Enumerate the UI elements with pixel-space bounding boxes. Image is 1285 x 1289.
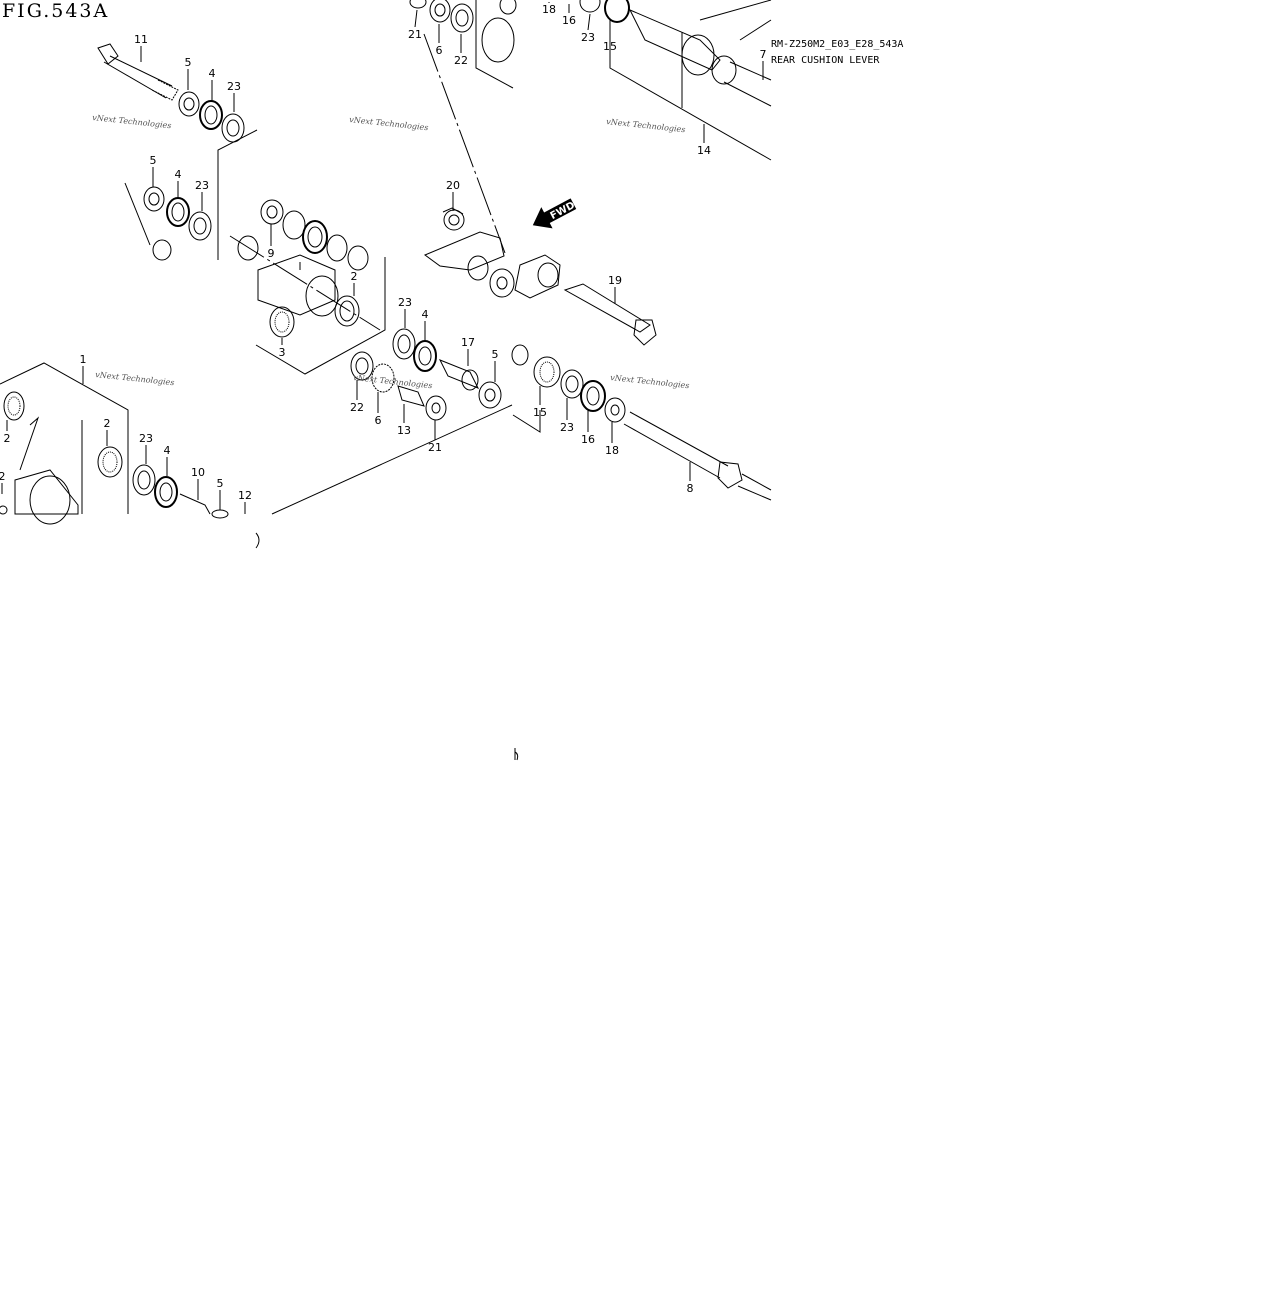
part-callout-5: 5 (150, 154, 157, 167)
part-callout-23: 23 (398, 296, 412, 309)
collar-13 (397, 385, 425, 407)
part-callout-13: 13 (397, 424, 411, 437)
part-callout-6: 6 (436, 44, 443, 57)
callout-leader-23 (587, 13, 591, 31)
watermark-text: vNext Technologies (353, 373, 433, 390)
part-callout-22: 22 (454, 54, 468, 67)
figure-code: RM-Z250M2_E03_E28_543A (771, 39, 904, 50)
part-callout-10: 10 (191, 466, 205, 479)
part-callout-17: 17 (461, 336, 475, 349)
part-callout-2: 2 (351, 270, 358, 283)
part-callout-4: 4 (175, 168, 182, 181)
cushion-lever-body (257, 199, 369, 338)
part-callout-18: 18 (542, 3, 556, 16)
callout-leaders (1, 2, 764, 514)
part-callout-4: 4 (422, 308, 429, 321)
bracket-left (19, 416, 40, 471)
figure-name: REAR CUSHION LEVER (771, 55, 880, 66)
part-callout-15: 15 (533, 406, 547, 419)
group-outline-center (255, 257, 386, 375)
part-callout-20: 20 (446, 179, 460, 192)
part-callout-2: 2 (4, 432, 11, 445)
part-callout-23: 23 (195, 179, 209, 192)
centerline-mid (229, 235, 381, 331)
part-callout-18: 18 (605, 444, 619, 457)
part-callout-5: 5 (217, 477, 224, 490)
fwd-arrow-icon: FWD (532, 198, 577, 229)
part-callout-23: 23 (227, 80, 241, 93)
group-outline-left-upper (124, 182, 151, 246)
part-callout-1: 1 (80, 353, 87, 366)
part-callout-22: 22 (350, 401, 364, 414)
watermark-text: vNext Technologies (95, 370, 175, 387)
bolt-8 (623, 411, 772, 501)
part-callout-6: 6 (375, 414, 382, 427)
part-callout-5: 5 (185, 56, 192, 69)
watermark-text: vNext Technologies (349, 115, 429, 132)
watermark-text: vNext Technologies (610, 373, 690, 390)
part-callout-14: 14 (697, 144, 711, 157)
part-callout-4: 4 (164, 444, 171, 457)
figure-title: FIG.543A (2, 0, 110, 22)
bolt-19 (563, 283, 657, 346)
centerline-upper (423, 33, 506, 254)
part-callout-2: 2 (0, 470, 6, 483)
group-outline-right (512, 410, 541, 433)
part-callout-21: 21 (428, 441, 442, 454)
watermark-group: vNext Technologies vNext Technologies vN… (92, 113, 690, 390)
part-callout-11: 11 (134, 33, 148, 46)
group-outline-top-right (609, 20, 772, 161)
part-callout-8: 8 (687, 482, 694, 495)
lever-link (423, 231, 561, 299)
watermark-text: vNext Technologies (606, 117, 686, 134)
watermark-text: vNext Technologies (92, 113, 172, 130)
part-callout-5: 5 (492, 348, 499, 361)
part-callout-9: 9 (268, 247, 275, 260)
callout-leader-21 (414, 9, 418, 28)
bolt-11 (97, 43, 179, 101)
part-callout-21: 21 (408, 28, 422, 41)
rod-7 (579, 0, 772, 107)
part-callout-23: 23 (560, 421, 574, 434)
group-outline-bottom (271, 404, 513, 515)
nut-20 (442, 207, 465, 231)
part-callout-3: 3 (279, 346, 286, 359)
part-callout-2: 2 (104, 417, 111, 430)
group-outline-left-body (0, 362, 129, 514)
part-callout-16: 16 (562, 14, 576, 27)
figure-code-block: RM-Z250M2_E03_E28_543A REAR CUSHION LEVE… (771, 37, 903, 69)
part-callout-19: 19 (608, 274, 622, 287)
part-callout-23: 23 (581, 31, 595, 44)
part-callout-15: 15 (603, 40, 617, 53)
group-outline-left-top (217, 129, 258, 260)
part-callout-16: 16 (581, 433, 595, 446)
part-callout-4: 4 (209, 67, 216, 80)
part-callout-23: 23 (139, 432, 153, 445)
part-callout-7: 7 (760, 48, 767, 61)
part-callout-12: 12 (238, 489, 252, 502)
shaft-17 (438, 359, 480, 389)
group-outline-upper-mid (475, 0, 514, 89)
